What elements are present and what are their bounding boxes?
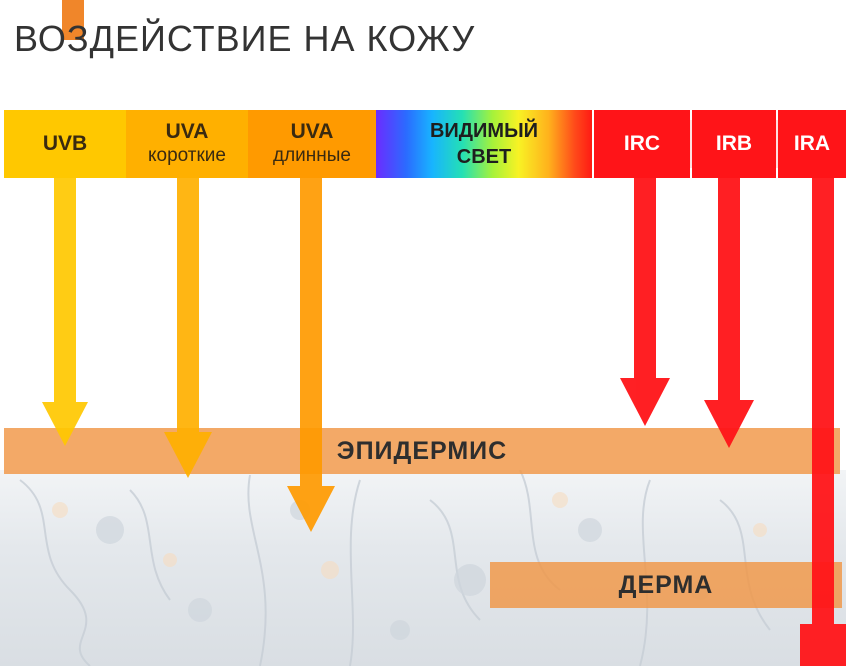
dermis-label: ДЕРМА [618,570,714,599]
arrow-ira [800,178,846,666]
band-ira: IRA [778,110,846,178]
band-uva-long-sublabel: длинные [273,145,351,166]
arrow-irb [704,178,754,448]
epidermis-label: ЭПИДЕРМИС [336,436,508,465]
band-separator [690,120,692,168]
band-separator [776,120,778,168]
band-irc: IRC [594,110,690,178]
band-uva-short-sublabel: короткие [147,145,226,166]
band-visible-label: ВИДИМЫЙ [429,120,539,142]
band-visible-sublabel: СВЕТ [456,146,512,168]
page-title: ВОЗДЕЙСТВИЕ НА КОЖУ [14,18,476,59]
arrow-uva-long [287,178,335,532]
arrow-uvb [42,178,88,446]
band-uva-short: UVA короткие [126,110,248,178]
band-ira-label: IRA [793,132,831,155]
dermis-layer: ДЕРМА [490,562,842,608]
band-uva-long: UVA длинные [248,110,376,178]
band-uvb: UVB [4,110,126,178]
band-irc-label: IRC [623,132,661,155]
band-uva-short-label: UVA [165,120,209,143]
band-irb: IRB [692,110,776,178]
arrow-uva-short [164,178,212,478]
epidermis-layer: ЭПИДЕРМИС [4,428,840,474]
band-uvb-label: UVB [42,132,88,155]
accent-block [62,0,84,40]
band-uva-long-label: UVA [290,120,334,143]
band-irb-label: IRB [715,132,753,155]
arrow-irc [620,178,670,426]
band-visible-light: ВИДИМЫЙ СВЕТ [376,110,592,178]
